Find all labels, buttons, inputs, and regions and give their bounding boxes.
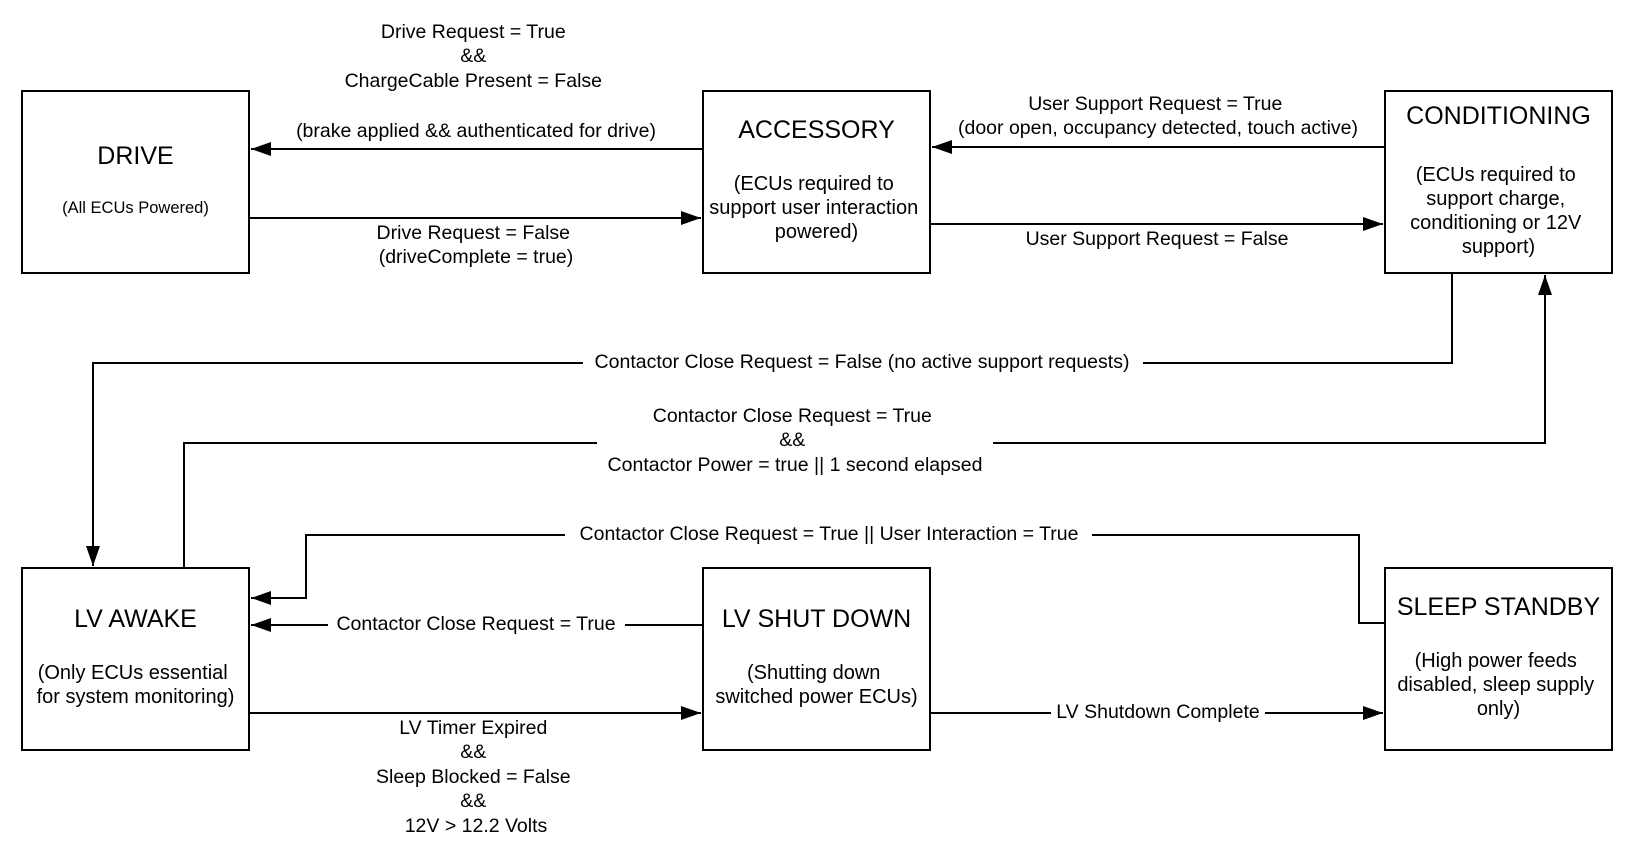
state-conditioning-description-line: support) <box>1462 236 1535 258</box>
state-drive-box <box>21 90 250 274</box>
label-line: Drive Request = True <box>381 21 566 43</box>
label-line: LV Timer Expired <box>399 717 547 739</box>
label-line: Contactor Power = true || 1 second elaps… <box>608 454 983 476</box>
label-conditioning-to-accessory: User Support Request = True (door open, … <box>958 93 1358 139</box>
label-line: (driveComplete = true) <box>379 246 574 268</box>
state-conditioning-box <box>1384 90 1613 274</box>
state-lv-awake-title: LV AWAKE <box>74 605 197 633</box>
state-drive-description: (All ECUs Powered) <box>62 199 209 217</box>
state-lv-shut-down-description-line: (Shutting down <box>747 662 880 684</box>
label-lv-shut-down-to-lv-awake: Contactor Close Request = True <box>336 613 615 635</box>
state-lv-shut-down-description: (Shutting down switched power ECUs) <box>715 662 917 708</box>
label-accessory-to-conditioning: User Support Request = False <box>1026 228 1289 250</box>
state-drive-title: DRIVE <box>97 142 173 170</box>
state-drive: DRIVE (All ECUs Powered) <box>21 90 250 274</box>
state-accessory-description-line: powered) <box>775 221 858 243</box>
state-conditioning-description-line: support charge, <box>1426 188 1565 210</box>
label-sleep-standby-to-lv-awake: Contactor Close Request = True || User I… <box>580 523 1079 545</box>
state-lv-awake-box <box>21 567 250 751</box>
state-accessory-title: ACCESSORY <box>738 116 895 144</box>
label-line: Sleep Blocked = False <box>376 766 571 788</box>
label-line: Contactor Close Request = True <box>653 405 932 427</box>
label-line: 12V > 12.2 Volts <box>405 815 548 837</box>
state-sleep-standby-description: (High power feeds disabled, sleep supply… <box>1397 650 1599 720</box>
label-line: && <box>779 429 805 451</box>
arrow-sleep-standby-to-lv-awake <box>251 534 1385 624</box>
state-accessory-description-line: support user interaction <box>709 197 918 219</box>
state-conditioning-description-line: (ECUs required to <box>1416 164 1576 186</box>
state-lv-shut-down-title: LV SHUT DOWN <box>722 605 911 633</box>
transition-arrows <box>93 140 1545 713</box>
state-sleep-standby: SLEEP STANDBY (High power feeds disabled… <box>1384 567 1613 751</box>
state-lv-shut-down-description-line: switched power ECUs) <box>715 686 917 708</box>
label-line: Drive Request = False <box>377 222 570 244</box>
state-sleep-standby-box <box>1384 567 1613 751</box>
label-drive-to-accessory: Drive Request = False (driveComplete = t… <box>377 222 576 268</box>
label-lv-shut-down-to-sleep-standby: LV Shutdown Complete <box>1056 701 1259 723</box>
state-conditioning-description-line: conditioning or 12V <box>1410 212 1582 234</box>
arrow-lv-awake-to-conditioning <box>183 275 1545 568</box>
state-conditioning-title: CONDITIONING <box>1406 102 1591 130</box>
state-accessory-box <box>702 90 931 274</box>
state-sleep-standby-title: SLEEP STANDBY <box>1397 593 1601 621</box>
state-lv-shut-down: LV SHUT DOWN (Shutting down switched pow… <box>702 567 931 751</box>
state-lv-awake-description-line: for system monitoring) <box>37 686 235 708</box>
label-line: (door open, occupancy detected, touch ac… <box>958 117 1358 139</box>
state-lv-awake-description: (Only ECUs essential for system monitori… <box>37 662 235 708</box>
state-accessory-description: (ECUs required to support user interacti… <box>709 173 924 243</box>
label-conditioning-to-lv-awake: Contactor Close Request = False (no acti… <box>595 351 1130 373</box>
state-sleep-standby-description-line: only) <box>1477 698 1520 720</box>
label-line: && <box>460 790 486 812</box>
state-lv-awake: LV AWAKE (Only ECUs essential for system… <box>21 567 250 751</box>
label-lv-awake-to-lv-shut-down: LV Timer Expired && Sleep Blocked = Fals… <box>376 717 576 837</box>
label-lv-awake-to-conditioning: Contactor Close Request = True && Contac… <box>608 405 983 476</box>
state-lv-awake-description-line: (Only ECUs essential <box>38 662 228 684</box>
state-lv-shut-down-box <box>702 567 931 751</box>
state-accessory-description-line: (ECUs required to <box>734 173 894 195</box>
label-accessory-to-drive: Drive Request = True && ChargeCable Pres… <box>296 21 656 142</box>
state-conditioning: CONDITIONING (ECUs required to support c… <box>1384 90 1613 274</box>
label-line: User Support Request = True <box>1028 93 1282 115</box>
state-sleep-standby-description-line: (High power feeds <box>1415 650 1577 672</box>
label-line: ChargeCable Present = False <box>345 70 602 92</box>
label-line: && <box>460 741 486 763</box>
state-sleep-standby-description-line: disabled, sleep supply <box>1397 674 1594 696</box>
state-accessory: ACCESSORY (ECUs required to support user… <box>702 90 931 274</box>
arrow-conditioning-to-lv-awake <box>93 273 1453 566</box>
label-line: (brake applied && authenticated for driv… <box>296 120 656 142</box>
label-line: && <box>460 45 486 67</box>
state-conditioning-description: (ECUs required to support charge, condit… <box>1410 164 1587 258</box>
